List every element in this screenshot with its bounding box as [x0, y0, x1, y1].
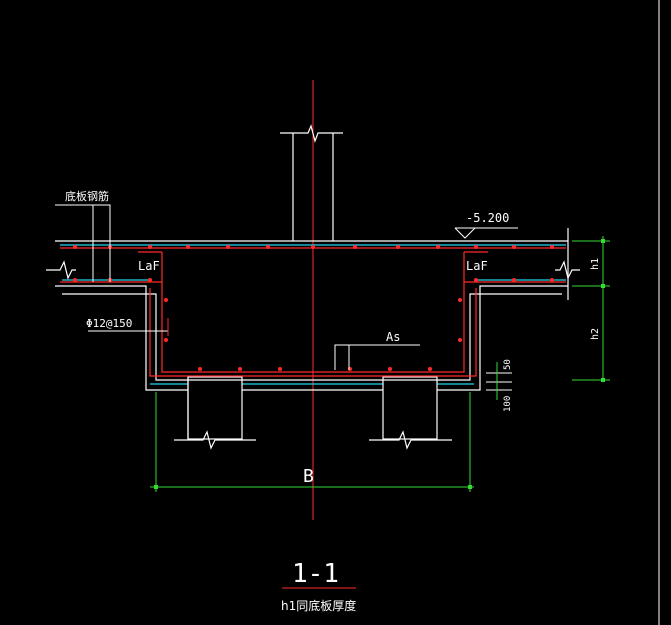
section-caption: h1同底板厚度: [281, 598, 356, 613]
dimensions: [150, 236, 610, 589]
left-break-mark: [46, 260, 76, 280]
column: [280, 124, 343, 241]
column-break-mark: [280, 124, 343, 143]
right-break-mark: [555, 260, 580, 280]
label-laf-left: LaF: [138, 259, 160, 273]
label-dim-100: 100: [503, 396, 513, 412]
leaders: [55, 204, 518, 391]
label-stirrup: Φ12@150: [86, 317, 132, 330]
slab-outline: [46, 228, 580, 391]
label-dim-50: 50: [503, 359, 513, 370]
dim-ticks: [154, 239, 605, 489]
section-title: 1-1: [292, 559, 339, 589]
label-width-b: B: [303, 466, 314, 487]
label-elevation: -5.200: [466, 211, 509, 225]
label-h1: h1: [590, 258, 601, 270]
pile-left-break: [174, 430, 256, 450]
rebar-dots: [73, 245, 554, 371]
piles: [174, 376, 452, 450]
pile-right-break: [369, 430, 452, 450]
label-as: As: [386, 330, 400, 344]
label-laf-right: LaF: [466, 259, 488, 273]
label-plate-rebar: 底板钢筋: [65, 189, 109, 203]
label-h2: h2: [590, 328, 601, 340]
